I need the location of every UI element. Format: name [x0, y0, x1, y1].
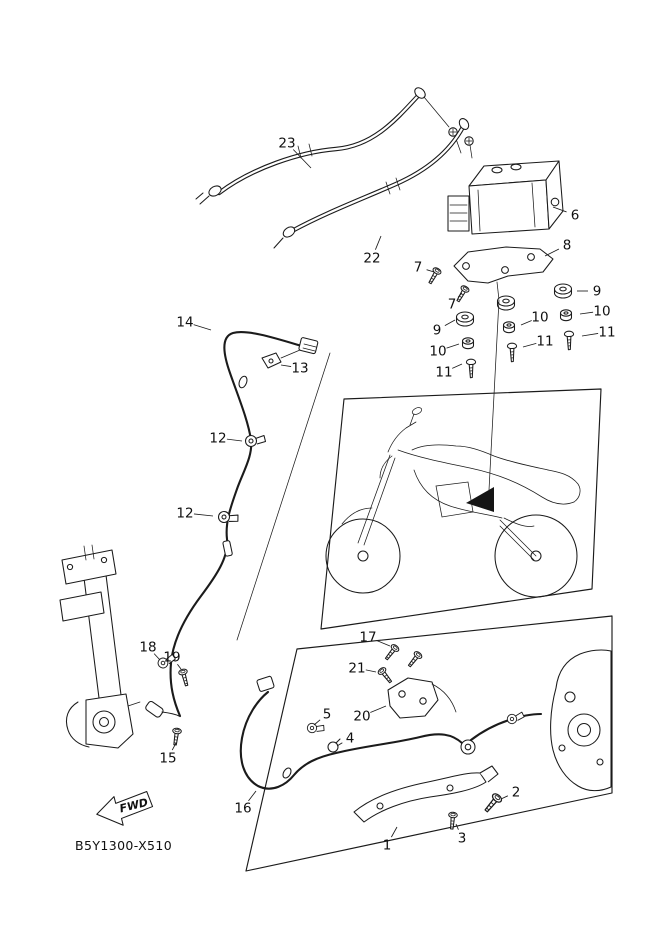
callout-leader-22: [375, 235, 382, 250]
engine-cover: [550, 649, 612, 792]
callout-10: 10: [593, 304, 610, 320]
callout-9: 9: [433, 323, 442, 339]
diagram-code: B5Y1300-X510: [75, 838, 172, 853]
callout-leader-11: [452, 363, 463, 369]
location-arrow-icon: [466, 487, 494, 512]
bolt-2: [481, 791, 504, 815]
front-sensor-lead: [145, 331, 319, 718]
callout-leader-11: [522, 342, 537, 348]
callout-leader-11: [581, 333, 599, 337]
callout-leader-5: [313, 719, 321, 726]
callout-leader-12: [226, 438, 243, 442]
callout-1: 1: [383, 838, 392, 854]
callout-5: 5: [323, 707, 332, 723]
callout-23: 23: [278, 136, 295, 152]
callout-leader-10: [579, 311, 594, 315]
callout-leader-17: [376, 640, 391, 647]
callout-leader-1: [390, 826, 398, 838]
callout-leader-10: [520, 320, 532, 326]
callout-leader-13: [280, 364, 292, 368]
callout-7: 7: [448, 297, 457, 313]
abs-unit: [447, 160, 564, 235]
callout-leader-16: [248, 790, 257, 802]
banjo-bolt-icon: [448, 127, 458, 137]
callout-leader-9: [444, 319, 456, 327]
wire-guide-clamp: [506, 711, 526, 725]
callout-11: 11: [536, 334, 553, 350]
clamp-13: [261, 349, 301, 369]
callout-12: 12: [176, 506, 193, 522]
divider-line: [236, 352, 331, 641]
callout-18: 18: [139, 640, 156, 656]
bolt-15: [170, 727, 183, 746]
callout-leader-23: [292, 149, 312, 169]
callout-leader-7: [457, 292, 463, 298]
callout-16: 16: [234, 801, 251, 817]
callout-leader-12: [193, 513, 214, 517]
callout-leader-8: [544, 248, 560, 257]
rear-panel: [239, 615, 613, 872]
callout-leader-2: [500, 795, 509, 800]
callout-9: 9: [593, 284, 602, 300]
sensor-body: [145, 700, 180, 718]
ring-clamp-4: [327, 738, 341, 753]
bolt-7b: [453, 283, 471, 304]
callout-leader-6: [552, 206, 567, 213]
callout-17: 17: [359, 630, 376, 646]
callout-2: 2: [512, 785, 521, 801]
mount-stack-left: [455, 311, 477, 379]
callout-leader-15: [171, 742, 177, 751]
mount-stack-middle: [496, 295, 518, 363]
callout-leader-10: [446, 343, 460, 349]
motorcycle-silhouette: [325, 407, 581, 598]
mount-stack-right: [553, 283, 575, 351]
bolt-7a: [425, 265, 443, 286]
banjo-bolt-icon: [464, 136, 474, 146]
callout-10: 10: [531, 310, 548, 326]
brake-hose-22: [273, 118, 474, 249]
callout-12: 12: [209, 431, 226, 447]
callout-15: 15: [159, 751, 176, 767]
callout-3: 3: [458, 831, 467, 847]
callout-19: 19: [163, 650, 180, 666]
callout-leader-7: [426, 269, 435, 273]
callout-leader-18: [153, 653, 161, 661]
locator-panel: [320, 299, 602, 630]
brake-hose-23: [195, 87, 462, 205]
callout-leader-20: [370, 705, 387, 713]
bolt-17a: [382, 642, 401, 663]
wire-clamp-12a: [244, 434, 267, 448]
sensor-bracket-20: [387, 677, 457, 719]
callout-13: 13: [291, 361, 308, 377]
abs-bracket: [453, 246, 554, 301]
callout-20: 20: [353, 709, 370, 725]
callout-6: 6: [571, 208, 580, 224]
callout-14: 14: [176, 315, 193, 331]
callout-leader-4: [336, 742, 343, 747]
callout-10: 10: [429, 344, 446, 360]
callout-21: 21: [348, 661, 365, 677]
callout-leader-3: [455, 823, 459, 830]
bolt-19: [177, 667, 192, 688]
bolt-17b: [405, 649, 424, 670]
callout-layer: 2322687791011101191011141312121819151721…: [139, 136, 615, 854]
callout-leader-19: [177, 663, 182, 670]
callout-4: 4: [346, 731, 355, 747]
callout-22: 22: [363, 251, 380, 267]
clamp-5: [306, 722, 326, 736]
sensor-protector-1: [353, 765, 499, 823]
callout-leader-14: [193, 324, 212, 331]
fwd-arrow: FWD: [96, 790, 154, 826]
callout-11: 11: [435, 365, 452, 381]
front-fork: [59, 544, 141, 749]
locator-line: [488, 299, 500, 491]
callout-11: 11: [598, 325, 615, 341]
callout-8: 8: [563, 238, 572, 254]
callout-leader-21: [365, 669, 377, 673]
callout-7: 7: [414, 260, 423, 276]
bolt-21: [376, 665, 395, 686]
